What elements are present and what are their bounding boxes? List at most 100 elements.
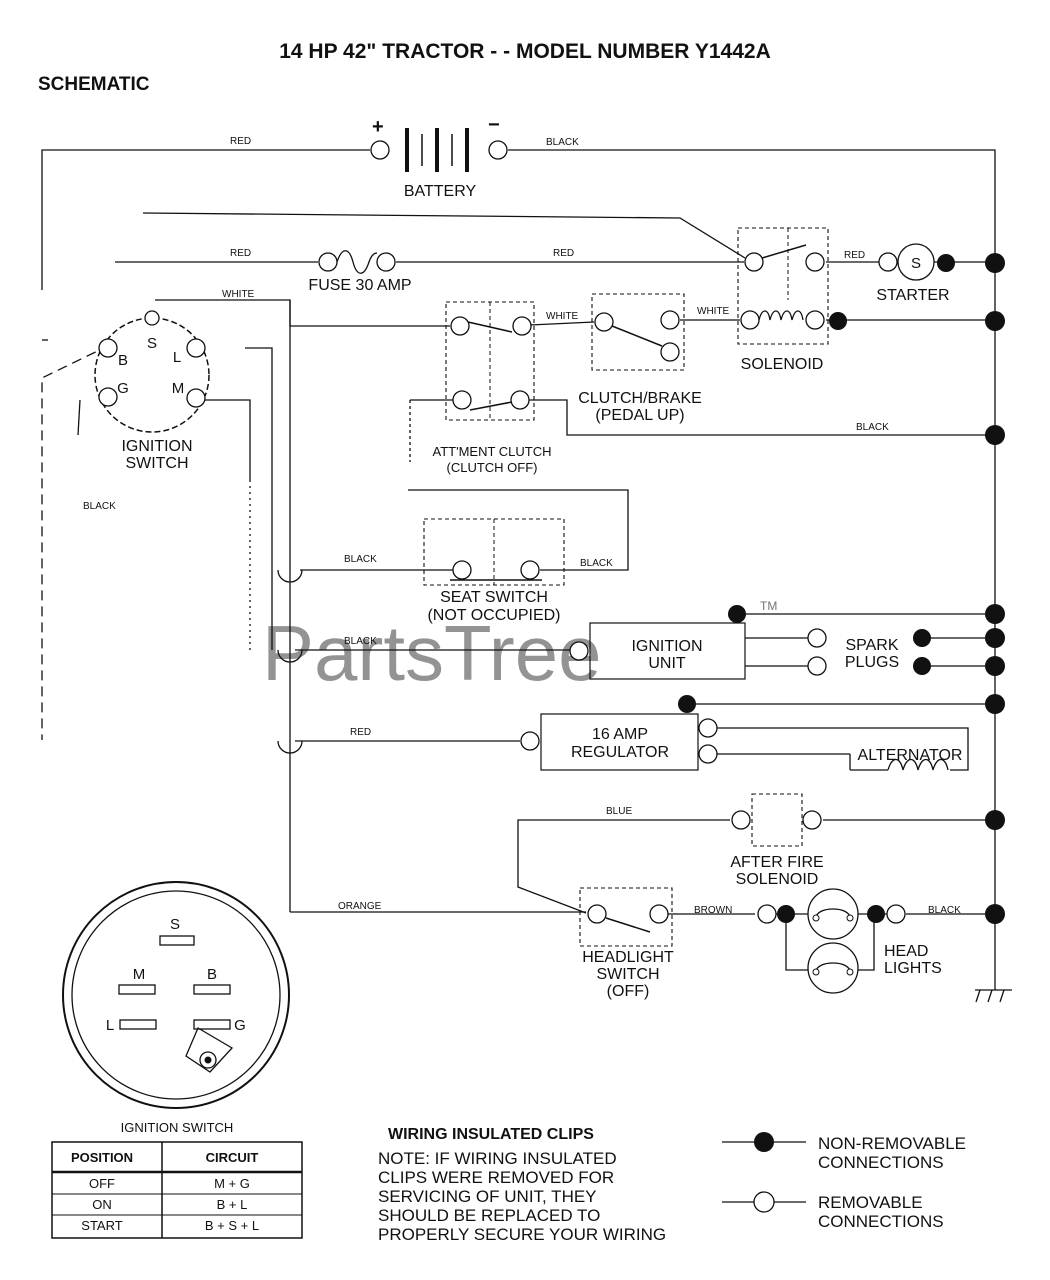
wire-white-clutch: [529, 321, 595, 326]
legend: [722, 1132, 806, 1213]
page-title: 14 HP 42" TRACTOR - - MODEL NUMBER Y1442…: [279, 40, 771, 63]
alternator-label: ALTERNATOR: [858, 747, 963, 764]
regulator-label-2: REGULATOR: [571, 744, 669, 761]
ground-tick-1: [975, 989, 981, 1003]
solenoid-symbol: [737, 227, 829, 345]
face-pin-m: M: [133, 966, 146, 983]
face-pin-l: L: [106, 1017, 114, 1034]
ignition-switch-table: [51, 1141, 303, 1239]
ign-table-row-off-position: OFF: [89, 1176, 115, 1191]
wire-lamp2-out: [858, 914, 875, 971]
wire-label-red-battery: RED: [230, 136, 251, 147]
attment-clutch-label-2: (CLUTCH OFF): [447, 460, 538, 475]
seat-switch-label-1: SEAT SWITCH: [440, 589, 548, 606]
legend-non-removable-2: CONNECTIONS: [818, 1153, 944, 1172]
starter-label: STARTER: [876, 287, 949, 304]
note-line: PROPERLY SECURE YOUR WIRING: [378, 1225, 666, 1244]
fuse-label: FUSE 30 AMP: [308, 277, 411, 294]
watermark: PartsTree: [262, 609, 602, 697]
ign-table-row-start-position: START: [81, 1218, 122, 1233]
wire-red-battery: [41, 149, 370, 290]
ign-pin-m: M: [172, 380, 185, 397]
attment-clutch-switch: [445, 301, 535, 421]
wire-white-ign: [155, 299, 450, 327]
ign-pin-l: L: [173, 349, 181, 366]
wire-blue: [517, 819, 730, 914]
fuse-symbol: [318, 250, 396, 274]
after-fire-label-1: AFTER FIRE: [730, 854, 823, 871]
ignition-switch-schematic: [94, 310, 210, 433]
ground-tick-2: [987, 989, 993, 1003]
wire-label-black-battery: BLACK: [546, 137, 579, 148]
wire-label-black-headlight: BLACK: [928, 905, 961, 916]
wire-label-black-seat-left: BLACK: [344, 554, 377, 565]
note-line: NOTE: IF WIRING INSULATED: [378, 1149, 617, 1168]
wire-ign-to-solenoid: [142, 212, 746, 259]
starter-letter: S: [911, 255, 921, 272]
head-lights: [757, 888, 906, 994]
regulator: [520, 713, 718, 771]
wire-black-left: [41, 344, 111, 740]
wire-alt-1: [708, 727, 969, 771]
head-lights-label-1: HEAD: [884, 943, 928, 960]
wire-label-black-seat-right: BLACK: [580, 558, 613, 569]
ignition-switch-label-2: SWITCH: [125, 455, 188, 472]
starter-symbol: [878, 243, 935, 281]
wire-label-black-ground: BLACK: [856, 422, 889, 433]
headlight-switch: [579, 887, 673, 947]
wire-lamp2-in: [785, 914, 808, 971]
clutch-brake-label-2: (PEDAL UP): [595, 407, 684, 424]
ground-tick-3: [999, 989, 1005, 1003]
attment-clutch-label-1: ATT'MENT CLUTCH: [433, 444, 552, 459]
wire-label-white-ign: WHITE: [222, 289, 255, 300]
clutch-brake-switch: [591, 293, 685, 371]
alternator-coil: [887, 758, 949, 771]
spark-plugs-label-1: SPARK: [845, 637, 898, 654]
wire-label-black-ignition-unit: BLACK: [344, 636, 377, 647]
wire-ground-pin: [77, 399, 81, 436]
wire-label-red-solenoid: RED: [553, 248, 574, 259]
face-pin-b: B: [207, 966, 217, 983]
after-fire-label-2: SOLENOID: [736, 871, 819, 888]
wire-black-ground: [528, 399, 995, 436]
wire-label-black-left: BLACK: [83, 501, 116, 512]
seat-switch: [423, 518, 565, 586]
note-line: SERVICING OF UNIT, THEY: [378, 1187, 597, 1206]
wiring-lines: [41, 149, 1012, 1003]
crossover-1: [277, 569, 303, 583]
ignition-unit: [569, 622, 827, 680]
legend-removable-1: REMOVABLE: [818, 1193, 923, 1212]
wire-seat-right: [408, 489, 629, 571]
face-pin-s: S: [170, 916, 180, 933]
watermark-tm: TM: [760, 599, 777, 613]
crossover-2: [277, 649, 303, 663]
headlight-switch-label-3: (OFF): [607, 983, 650, 1000]
seat-switch-label-2: (NOT OCCUPIED): [427, 607, 560, 624]
battery-minus: −: [488, 114, 500, 136]
wire-label-red-starter: RED: [844, 250, 865, 261]
wire-label-red-fuse: RED: [230, 248, 251, 259]
ign-pin-g: G: [117, 380, 129, 397]
ign-table-row-on-circuit: B + L: [217, 1197, 248, 1212]
headlight-switch-label-1: HEADLIGHT: [582, 949, 674, 966]
ignition-unit-label-1: IGNITION: [631, 638, 702, 655]
battery-label: BATTERY: [404, 183, 477, 200]
solenoid-label: SOLENOID: [741, 356, 824, 373]
ign-table-row-on-position: ON: [92, 1197, 112, 1212]
ign-table-header-circuit: CIRCUIT: [206, 1150, 259, 1165]
wire-label-white-solenoid: WHITE: [697, 306, 730, 317]
ign-pin-b: B: [118, 352, 128, 369]
ignition-switch-label-1: IGNITION: [121, 438, 192, 455]
note-heading: WIRING INSULATED CLIPS: [388, 1126, 594, 1143]
wire-label-brown: BROWN: [694, 905, 732, 916]
wire-label-blue: BLUE: [606, 806, 632, 817]
regulator-label-1: 16 AMP: [592, 726, 648, 743]
wire-label-orange: ORANGE: [338, 901, 382, 912]
ign-table-row-off-circuit: M + G: [214, 1176, 250, 1191]
head-lights-label-2: LIGHTS: [884, 960, 942, 977]
legend-non-removable-1: NON-REMOVABLE: [818, 1134, 966, 1153]
clutch-brake-label-1: CLUTCH/BRAKE: [578, 390, 702, 407]
battery-symbol: [370, 128, 508, 172]
ign-table-caption: IGNITION SWITCH: [121, 1120, 234, 1135]
